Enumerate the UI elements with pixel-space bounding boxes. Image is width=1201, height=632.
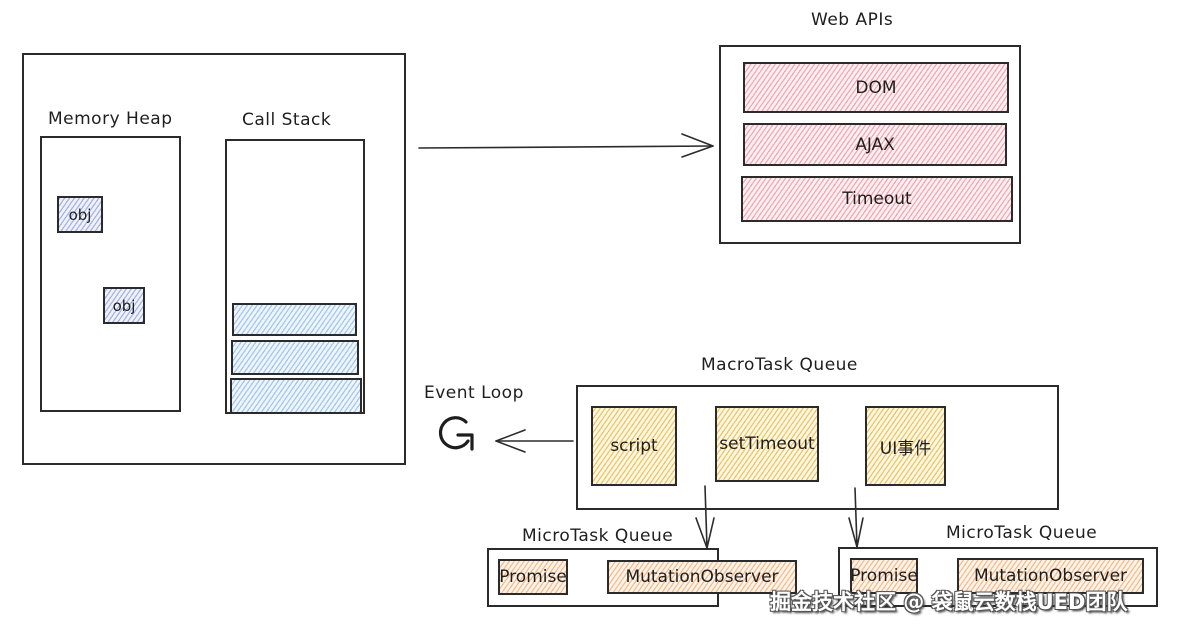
- refresh-icon: [436, 413, 480, 453]
- arrow-head: [495, 429, 526, 453]
- watermark: 掘金技术社区 @ 袋鼠云数栈UED团队: [770, 590, 1128, 614]
- call-stack-frame: [230, 378, 362, 414]
- arrow-head: [681, 133, 714, 158]
- call-stack-frame: [231, 340, 359, 375]
- microtask-queue-title: MicroTask Queue: [946, 523, 1098, 543]
- call-stack-title: Call Stack: [242, 110, 332, 130]
- arrow-head: [848, 517, 864, 548]
- microtask-mutationobserver: MutationObserver: [957, 558, 1144, 594]
- microtask-queue-title: MicroTask Queue: [522, 526, 674, 546]
- web-api-dom: DOM: [743, 62, 1009, 113]
- arrow-engine-to-webapis: [418, 145, 714, 149]
- macrotask-script: script: [591, 406, 677, 486]
- microtask-promise: Promise: [498, 559, 568, 595]
- web-api-ajax: AJAX: [743, 123, 1007, 166]
- arrow-to-microtask-1: [704, 485, 708, 549]
- arrow-to-microtask-2: [854, 487, 858, 548]
- event-loop-title: Event Loop: [424, 383, 524, 403]
- macrotask-queue-title: MacroTask Queue: [701, 355, 858, 375]
- memory-heap-title: Memory Heap: [48, 109, 173, 129]
- arrow-head: [695, 517, 715, 549]
- call-stack-frame: [232, 303, 357, 336]
- heap-object: obj: [57, 196, 103, 233]
- microtask-promise: Promise: [850, 558, 918, 594]
- web-apis-title: Web APIs: [811, 10, 894, 30]
- macrotask-ui-event: UI事件: [865, 406, 946, 486]
- microtask-mutationobserver: MutationObserver: [607, 560, 797, 594]
- memory-heap-box: [40, 136, 181, 412]
- macrotask-settimeout: setTimeout: [715, 406, 819, 482]
- heap-object: obj: [103, 287, 145, 324]
- web-api-timeout: Timeout: [741, 176, 1013, 222]
